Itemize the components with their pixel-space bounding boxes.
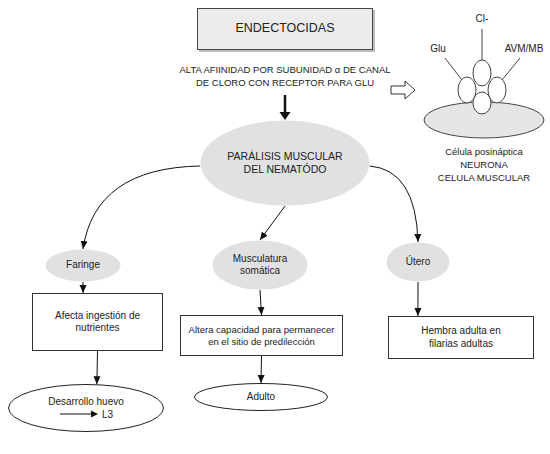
receptor-subunit bbox=[473, 60, 491, 86]
leader-line bbox=[445, 58, 462, 80]
node-text: Altera capacidad para permanecer en el s… bbox=[184, 324, 340, 348]
result-ellipse: Desarrollo huevoL3 bbox=[8, 384, 164, 432]
result-ellipse: Adulto bbox=[194, 383, 328, 411]
ellipse-shape bbox=[213, 241, 308, 290]
leader-line bbox=[502, 58, 520, 80]
hollow-arrow bbox=[391, 81, 415, 99]
ligand-label: Glu bbox=[420, 42, 456, 56]
ellipse-shape bbox=[9, 385, 164, 432]
connector-arrow bbox=[83, 282, 84, 293]
node-text: ENDECTOCIDAS bbox=[235, 21, 334, 37]
effect-box: Altera capacidad para permanecer en el s… bbox=[180, 315, 343, 356]
ellipse-shape bbox=[195, 384, 328, 411]
text-row: L3 bbox=[59, 409, 113, 420]
receptor-subunit bbox=[473, 92, 491, 114]
connector-arrow bbox=[96, 351, 98, 384]
ellipse-outline bbox=[8, 384, 164, 432]
node-text: Desarrollo huevo bbox=[48, 396, 124, 409]
central-ellipse: PARÁLISIS MUSCULAR DEL NEMATÓDO bbox=[200, 120, 370, 206]
cell-caption: NEURONA bbox=[424, 158, 544, 171]
node-text: L3 bbox=[102, 409, 113, 420]
main-arrow-shaft bbox=[284, 95, 287, 113]
node-text: Faringe bbox=[66, 259, 100, 272]
node-text: Afecta ingestión de nutrientes bbox=[53, 310, 143, 335]
cell-caption: Célula posináptica bbox=[424, 145, 544, 158]
mechanism-note: ALTA AFIINIDAD POR SUBUNIDAD α DE CANAL … bbox=[172, 63, 398, 90]
leader-line bbox=[482, 29, 483, 60]
node-text: Útero bbox=[406, 256, 430, 269]
connector-arrow bbox=[260, 290, 262, 315]
node-text: PARÁLISIS MUSCULAR DEL NEMATÓDO bbox=[223, 150, 348, 176]
cell-caption: CELULA MUSCULAR bbox=[424, 171, 544, 184]
effect-box: Afecta ingestión de nutrientes bbox=[32, 293, 163, 351]
receptor-subunit bbox=[458, 77, 476, 103]
connector-arrow bbox=[370, 166, 418, 242]
inline-arrow-head bbox=[91, 411, 98, 418]
connector-arrow bbox=[83, 166, 200, 249]
node-text: Adulto bbox=[247, 391, 275, 404]
inline-arrow bbox=[59, 409, 99, 419]
organ-oval: Faringe bbox=[45, 249, 121, 282]
connector-arrow bbox=[417, 282, 418, 316]
organ-oval: Útero bbox=[386, 242, 450, 282]
connector-arrow bbox=[261, 356, 263, 383]
effect-box: Hembra adulta en filarias adultas bbox=[388, 316, 534, 359]
organ-oval: Musculatura somática bbox=[212, 240, 308, 290]
ellipse-shape bbox=[46, 250, 121, 282]
drug-label: AVM/MB bbox=[498, 42, 550, 56]
node-text: Hembra adulta en filarias adultas bbox=[411, 325, 511, 350]
inline-arrow-shaft bbox=[60, 414, 92, 415]
main-arrow-head bbox=[280, 112, 291, 120]
ion-label: Cl- bbox=[466, 12, 498, 26]
postsynaptic-cell bbox=[424, 102, 544, 138]
receptor-subunit bbox=[488, 77, 506, 103]
node-text: Musculatura somática bbox=[220, 253, 300, 278]
ellipse-shape bbox=[201, 121, 370, 206]
ellipse-shape bbox=[387, 243, 450, 282]
title-box: ENDECTOCIDAS bbox=[197, 8, 373, 50]
connector-arrow bbox=[260, 206, 285, 240]
